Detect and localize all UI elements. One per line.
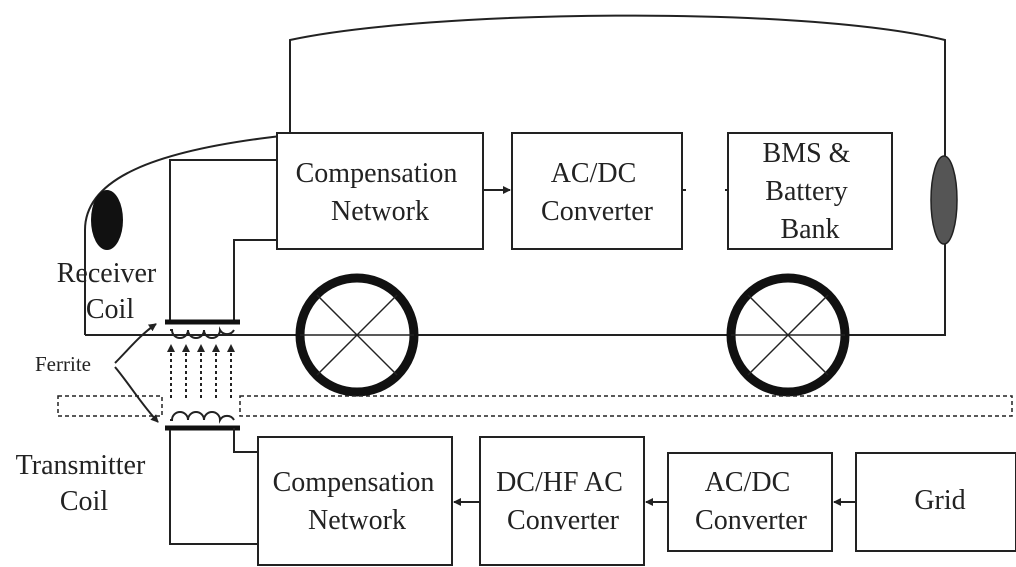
ground-compensation-label-2: Network bbox=[308, 505, 406, 536]
svg-text:AC/DC Converter: AC/DC Converter bbox=[695, 467, 808, 536]
rear-wheel-icon bbox=[726, 273, 850, 397]
vehicle-compensation-network-box bbox=[276, 132, 484, 250]
bms-label-3: Bank bbox=[780, 214, 839, 245]
headlight-icon bbox=[91, 190, 123, 250]
vehicle-acdc-label-2: Converter bbox=[541, 196, 654, 227]
taillight-icon bbox=[930, 155, 958, 245]
road-surface-right bbox=[239, 395, 1013, 417]
vehicle-acdc-label-1: AC/DC bbox=[551, 158, 637, 189]
transmitter-wire-left bbox=[169, 430, 258, 545]
receiver-coil-label-1: Receiver bbox=[57, 258, 157, 289]
svg-text:Compensation Network: Compensation Network bbox=[273, 467, 442, 536]
grid-box bbox=[855, 452, 1016, 552]
bms-label-2: Battery bbox=[765, 176, 847, 207]
ground-acdc-label-2: Converter bbox=[695, 505, 808, 536]
dchf-converter-box bbox=[479, 436, 645, 566]
receiver-coil-label-2: Coil bbox=[86, 294, 134, 325]
vehicle-body bbox=[84, 14, 946, 336]
transmitter-wire-right bbox=[233, 428, 258, 453]
vehicle-compensation-label-2: Network bbox=[331, 196, 429, 227]
ferrite-pointer-lower bbox=[114, 366, 159, 423]
transmitter-coil-icon bbox=[170, 411, 235, 424]
ferrite-pointer-upper bbox=[114, 323, 157, 364]
transmitter-coil-label-1: Transmitter bbox=[16, 450, 146, 481]
ground-compensation-network-box bbox=[257, 436, 453, 566]
svg-text:DC/HF AC Converter: DC/HF AC Converter bbox=[496, 467, 630, 536]
bms-label-1: BMS & bbox=[763, 138, 851, 169]
front-wheel-icon bbox=[295, 273, 419, 397]
receiver-wire-left bbox=[169, 159, 277, 320]
svg-text:Compensation Network: Compensation Network bbox=[296, 158, 465, 227]
receiver-coil-icon bbox=[170, 326, 235, 339]
ferrite-label: Ferrite bbox=[35, 352, 91, 376]
receiver-wire-right bbox=[233, 239, 277, 322]
svg-text:AC/DC Converter: AC/DC Converter bbox=[541, 158, 654, 227]
dchf-label-1: DC/HF AC bbox=[496, 467, 623, 498]
ground-acdc-converter-box bbox=[667, 452, 833, 552]
transmitter-coil-label-2: Coil bbox=[60, 486, 108, 517]
ground-acdc-label-1: AC/DC bbox=[705, 467, 791, 498]
magnetic-field-arrows bbox=[167, 344, 235, 398]
svg-text:Receiver Coil: Receiver Coil bbox=[57, 258, 164, 325]
svg-text:BMS & Battery Bank: BMS & Battery Bank bbox=[763, 138, 858, 245]
ground-compensation-label-1: Compensation bbox=[273, 467, 435, 498]
vehicle-compensation-label-1: Compensation bbox=[296, 158, 458, 189]
bms-battery-box bbox=[727, 132, 893, 250]
dchf-label-2: Converter bbox=[507, 505, 620, 536]
vehicle-acdc-converter-box bbox=[511, 132, 683, 250]
grid-label: Grid bbox=[914, 485, 965, 516]
svg-text:Transmitter Coil: Transmitter Coil bbox=[16, 450, 153, 517]
road-surface-left bbox=[57, 395, 163, 417]
